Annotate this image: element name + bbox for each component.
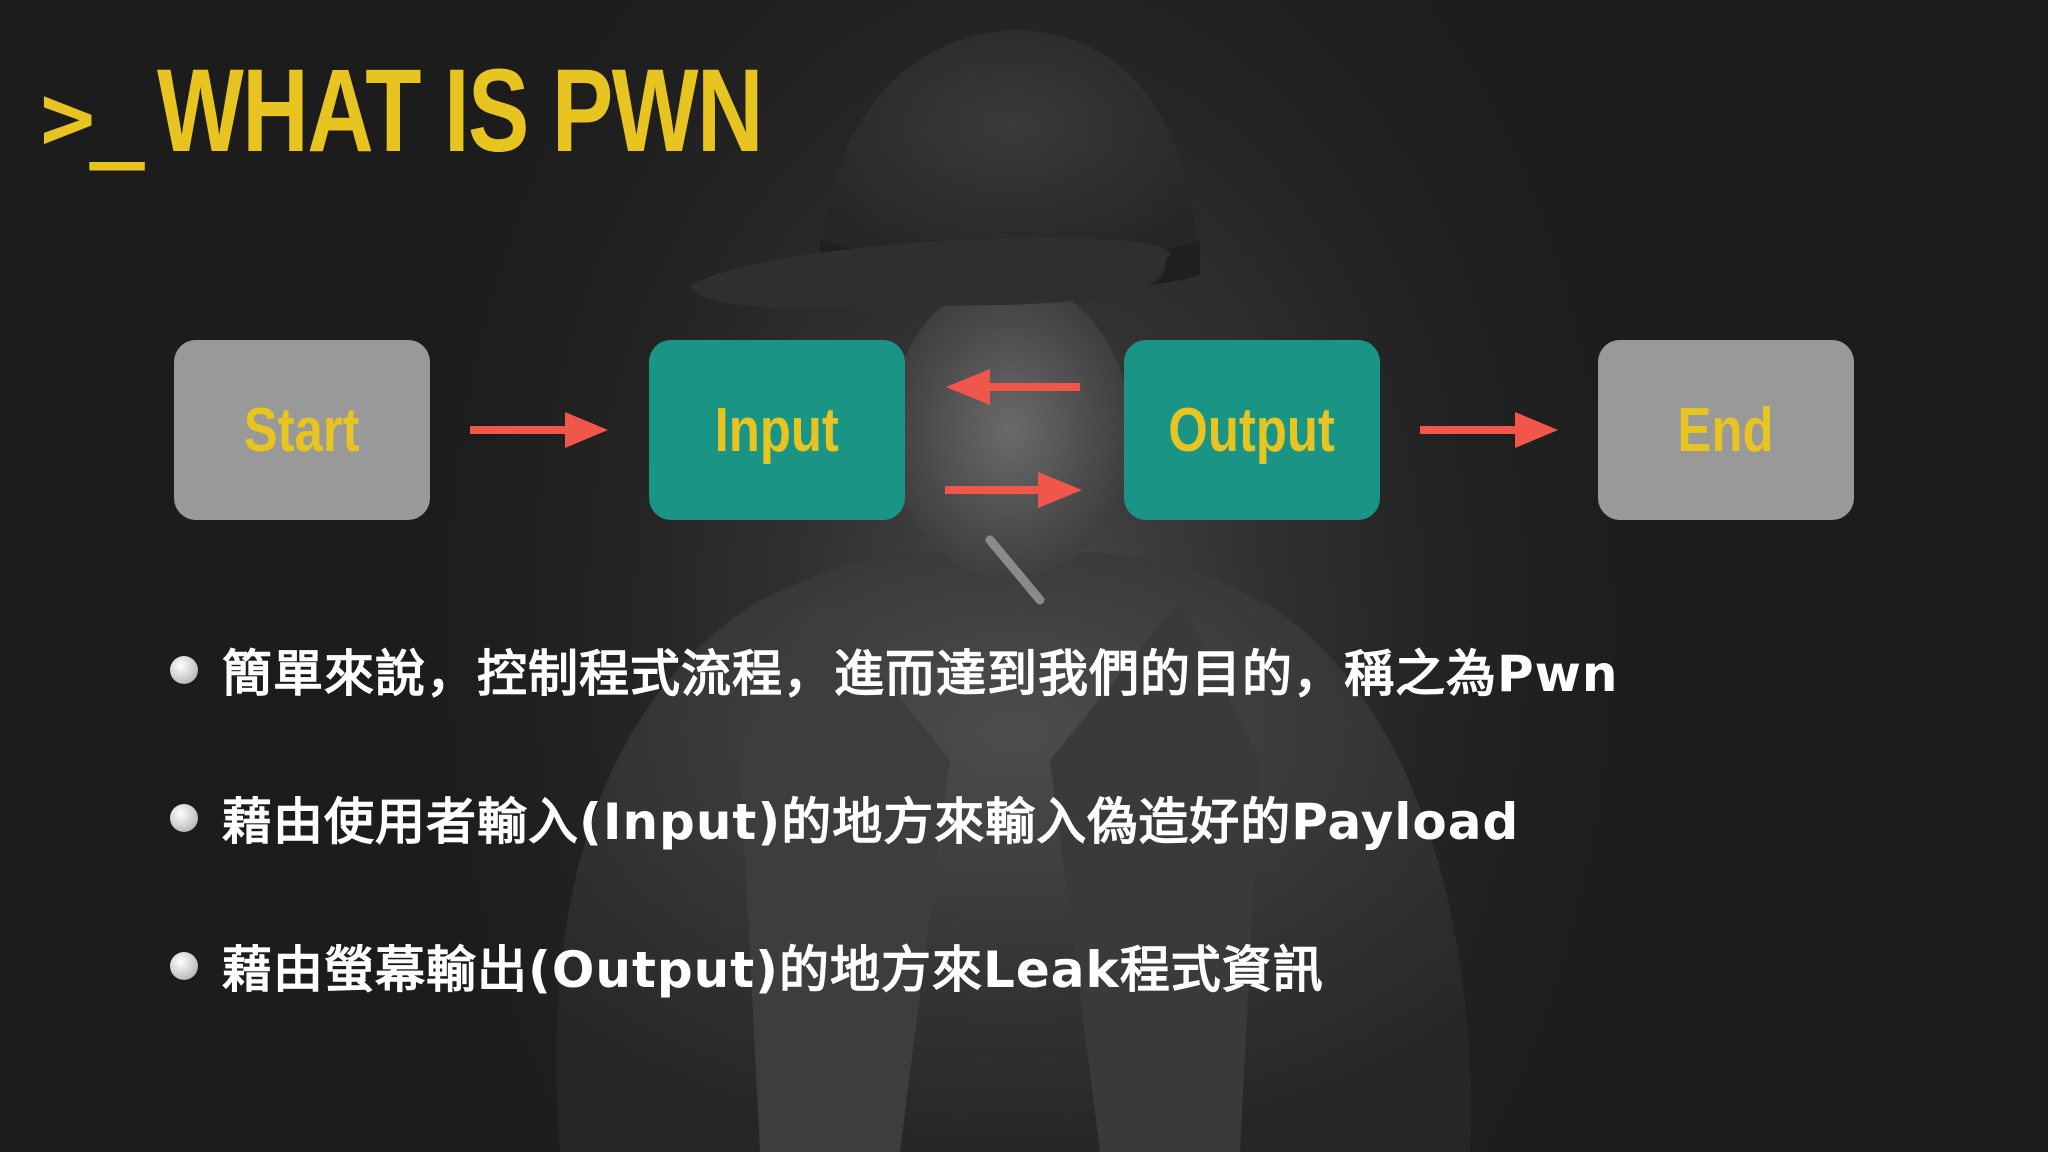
list-item: 藉由使用者輸入(Input)的地方來輸入偽造好的Payload [170, 783, 1519, 853]
arrow-start-to-input [470, 412, 608, 448]
page-title: WHAT IS PWN [156, 45, 763, 177]
flow-node-label: End [1677, 395, 1775, 465]
flow-node-output: Output [1124, 340, 1380, 520]
bullet-dot-icon [170, 952, 198, 980]
flow-node-end: End [1598, 340, 1854, 520]
flow-node-input: Input [649, 340, 905, 520]
arrow-input-to-output [945, 472, 1082, 508]
bullet-dot-icon [170, 656, 198, 684]
list-item: 藉由螢幕輸出(Output)的地方來Leak程式資訊 [170, 931, 1324, 1001]
terminal-prompt-icon: >_ [40, 64, 145, 171]
flow-node-label: Start [244, 395, 360, 465]
arrow-output-to-input [946, 369, 1080, 405]
bullet-dot-icon [170, 804, 198, 832]
bullet-text: 簡單來說，控制程式流程，進而達到我們的目的，稱之為Pwn [222, 645, 1619, 703]
title-row: >_ WHAT IS PWN [40, 40, 932, 170]
flow-node-start: Start [174, 340, 430, 520]
arrow-output-to-end [1420, 412, 1558, 448]
list-item: 簡單來說，控制程式流程，進而達到我們的目的，稱之為Pwn [170, 635, 1618, 705]
bullet-text: 藉由使用者輸入(Input)的地方來輸入偽造好的Payload [222, 793, 1520, 851]
flow-node-label: Input [714, 395, 840, 465]
bullet-text: 藉由螢幕輸出(Output)的地方來Leak程式資訊 [222, 941, 1324, 999]
flow-node-label: Output [1168, 395, 1336, 465]
